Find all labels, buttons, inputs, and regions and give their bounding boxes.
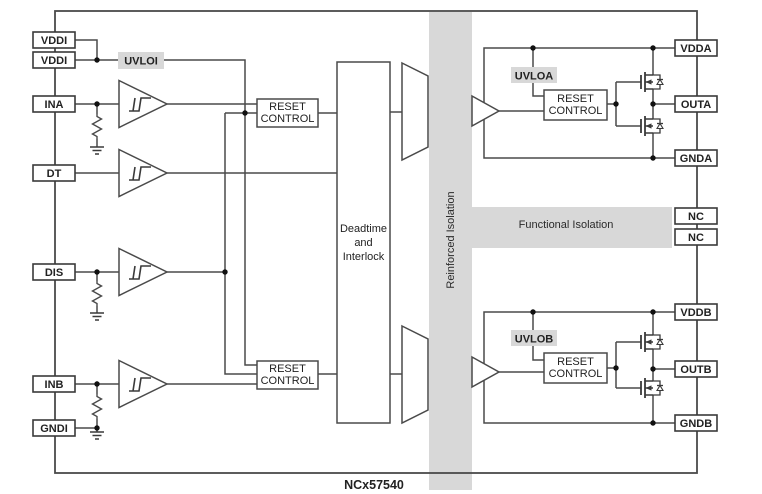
reset-control-block-output-a: RESET CONTROL <box>543 89 608 121</box>
reset-control-block-input-a: RESET CONTROL <box>256 98 319 128</box>
uvloi-block: UVLOI <box>118 52 164 69</box>
functional-isolation-label: Functional Isolation <box>519 219 614 231</box>
isolation-coupler-b <box>401 325 429 424</box>
pin-outb: OUTB <box>674 360 718 378</box>
reset-control-block-output-b: RESET CONTROL <box>543 352 608 384</box>
pin-vddi-1: VDDI <box>32 31 76 49</box>
pin-ina: INA <box>32 95 76 113</box>
svg-text:UVLOA: UVLOA <box>515 71 554 83</box>
schmitt-buffer-dt <box>118 148 168 198</box>
pin-vddi-2: VDDI <box>32 51 76 69</box>
mosfet-high-side-a <box>640 71 664 93</box>
pin-nc-2: NC <box>674 228 718 246</box>
svg-text:Interlock: Interlock <box>343 251 385 263</box>
pin-outa: OUTA <box>674 95 718 113</box>
pin-dt: DT <box>32 164 76 182</box>
output-buffer-b <box>471 356 500 388</box>
svg-text:VDDI: VDDI <box>41 55 67 67</box>
svg-text:UVLOB: UVLOB <box>515 334 554 346</box>
svg-text:INB: INB <box>45 379 64 391</box>
svg-text:DIS: DIS <box>45 267 63 279</box>
svg-text:RESET: RESET <box>269 101 306 113</box>
svg-text:UVLOI: UVLOI <box>124 56 158 68</box>
pin-inb: INB <box>32 375 76 393</box>
svg-text:CONTROL: CONTROL <box>261 113 315 125</box>
reset-control-block-input-b: RESET CONTROL <box>256 360 319 390</box>
uvloa-block: UVLOA <box>511 67 557 83</box>
svg-text:OUTA: OUTA <box>681 99 711 111</box>
right-pins: VDDA OUTA GNDA NC NC VDDB OUTB GNDB <box>674 39 718 432</box>
reinforced-isolation-barrier <box>429 12 472 490</box>
svg-text:OUTB: OUTB <box>680 364 711 376</box>
svg-text:NC: NC <box>688 232 704 244</box>
pin-dis: DIS <box>32 263 76 281</box>
svg-text:and: and <box>354 237 372 249</box>
isolation-coupler-a <box>401 62 429 161</box>
svg-text:VDDB: VDDB <box>680 307 711 319</box>
schmitt-buffer-dis <box>118 247 168 297</box>
left-pins: VDDI VDDI INA DT DIS INB GNDI <box>32 31 76 437</box>
pulldown-resistor-dis <box>89 280 105 321</box>
svg-text:CONTROL: CONTROL <box>549 368 603 380</box>
svg-text:RESET: RESET <box>557 93 594 105</box>
pin-gndi: GNDI <box>32 419 76 437</box>
pulldown-resistor-inb <box>89 393 105 440</box>
pin-nc-1: NC <box>674 207 718 225</box>
pin-gndb: GNDB <box>674 414 718 432</box>
svg-text:Deadtime: Deadtime <box>340 223 387 235</box>
mosfet-low-side-a <box>640 115 664 137</box>
pin-vdda: VDDA <box>674 39 718 57</box>
deadtime-interlock-block: Deadtime and Interlock <box>336 61 391 424</box>
junction-dots <box>94 45 656 431</box>
functional-isolation-band <box>472 207 672 248</box>
pulldown-resistor-ina <box>89 113 105 155</box>
svg-text:INA: INA <box>45 99 64 111</box>
svg-text:CONTROL: CONTROL <box>549 105 603 117</box>
mosfet-high-side-b <box>640 331 664 353</box>
svg-text:RESET: RESET <box>557 356 594 368</box>
schmitt-buffer-inb <box>118 359 168 409</box>
schmitt-buffer-ina <box>118 79 168 129</box>
svg-text:CONTROL: CONTROL <box>261 375 315 387</box>
svg-text:VDDA: VDDA <box>680 43 711 55</box>
svg-text:RESET: RESET <box>269 363 306 375</box>
output-buffer-a <box>471 95 500 127</box>
svg-text:NC: NC <box>688 211 704 223</box>
svg-text:GNDA: GNDA <box>680 153 712 165</box>
mosfet-low-side-b <box>640 377 664 399</box>
pin-gnda: GNDA <box>674 149 718 167</box>
svg-text:GNDB: GNDB <box>680 418 712 430</box>
pin-vddb: VDDB <box>674 303 718 321</box>
uvlob-block: UVLOB <box>511 330 557 346</box>
part-number: NCx57540 <box>344 478 404 492</box>
reinforced-isolation-label: Reinforced Isolation <box>445 191 457 288</box>
svg-text:DT: DT <box>47 168 62 180</box>
svg-text:GNDI: GNDI <box>40 423 68 435</box>
svg-text:VDDI: VDDI <box>41 35 67 47</box>
